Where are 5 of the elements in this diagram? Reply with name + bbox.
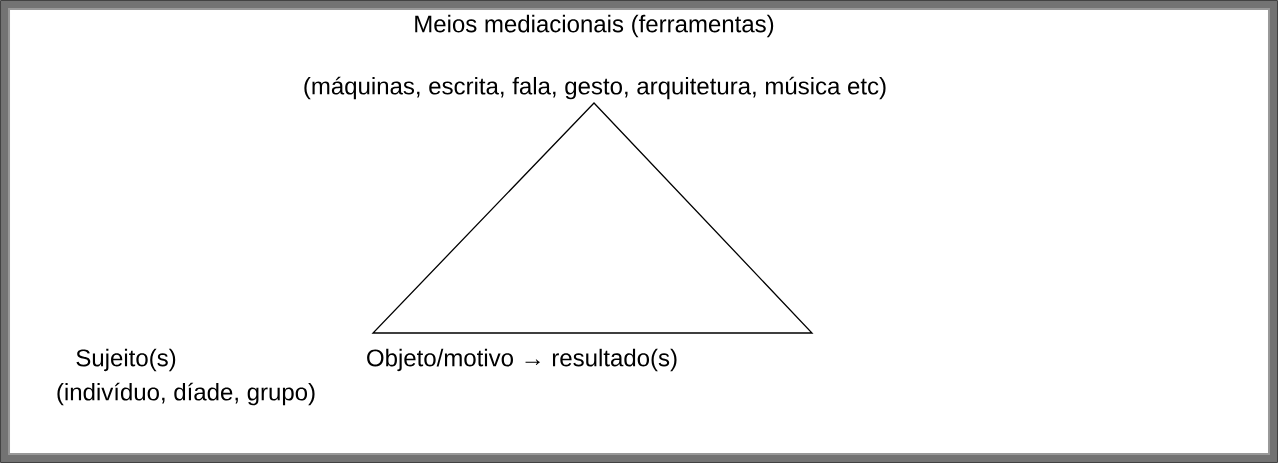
- label: (indivíduo, díade, grupo): [57, 382, 315, 406]
- label: Meios mediacionais (ferramentas): [415, 14, 774, 38]
- label: Objeto/motivo → resultado(s): [367, 348, 677, 372]
- label: (máquinas, escrita, fala, gesto, arquitetura, música etc): [304, 76, 886, 100]
- label: Sujeito(s): [76, 348, 176, 372]
